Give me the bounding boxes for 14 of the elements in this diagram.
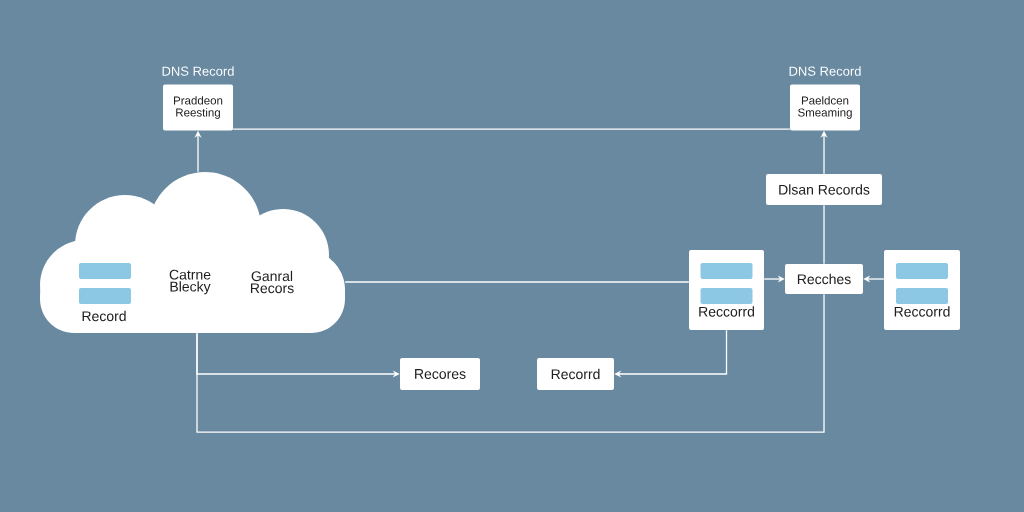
connector-line (232, 128, 791, 130)
process-box: Recores (400, 358, 480, 390)
process-box: Paeldcen Smeaming (790, 84, 860, 131)
heading: DNS Record (162, 66, 234, 76)
process-box: Recorrd (537, 358, 614, 390)
process-box: Recches (785, 264, 863, 294)
connector-line (196, 293, 825, 433)
process-box: Dlsan Records (766, 174, 882, 205)
connector-line (823, 204, 825, 265)
connector-line (344, 281, 690, 283)
cloud: Catrne Blecky Ganral Recors Record (40, 172, 345, 333)
heading: DNS Record (789, 66, 861, 76)
process-box: Praddeon Reesting (163, 84, 233, 131)
arrow (614, 329, 728, 378)
